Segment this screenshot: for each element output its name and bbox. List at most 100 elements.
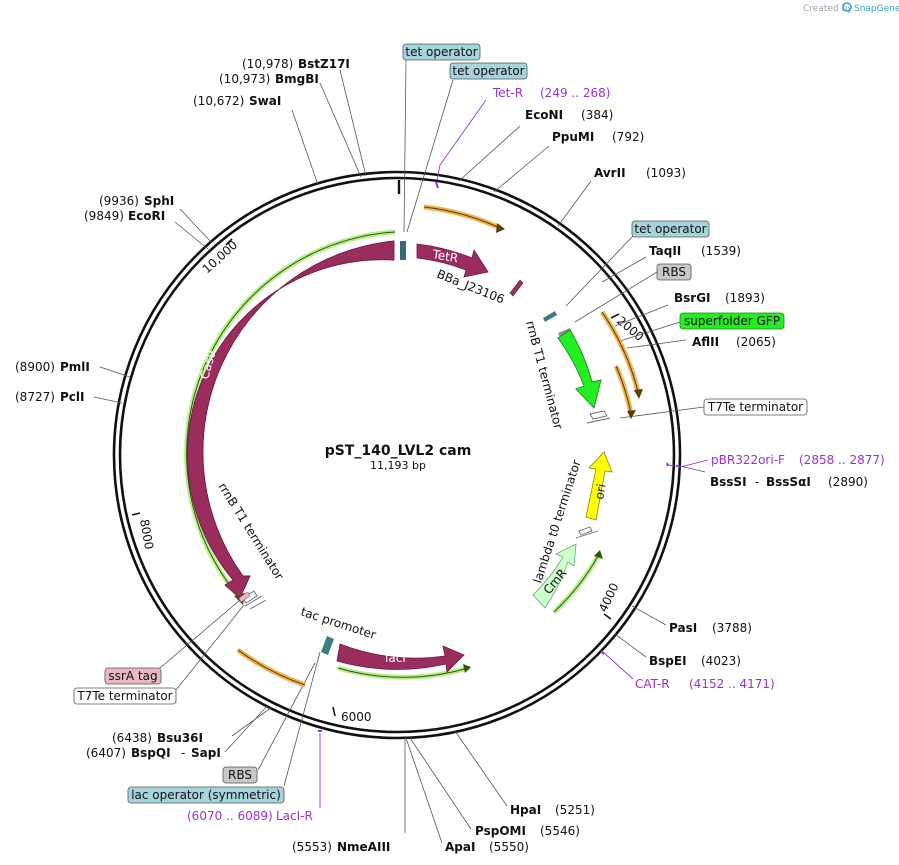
enzyme-bsrgi[interactable]: BsrGI (1893) bbox=[674, 291, 765, 305]
enzyme-pcli[interactable]: (8727) PclI bbox=[15, 390, 85, 404]
enzyme-apai-name: ApaI bbox=[445, 840, 475, 854]
orf-right-2 bbox=[613, 364, 634, 415]
orf-top-right-head bbox=[496, 223, 505, 233]
feature-tac-block[interactable] bbox=[321, 636, 334, 655]
feature-tetr-label: TetR bbox=[430, 247, 459, 265]
enzyme-taqii[interactable]: TaqII (1539) bbox=[649, 244, 741, 258]
label-tet-operator-1-text: tet operator bbox=[405, 45, 477, 59]
enzyme-pcli-pos: (8727) bbox=[15, 390, 55, 404]
enzyme-bsrgi-pos: (1893) bbox=[725, 291, 765, 305]
enzyme-ppumi-pos: (792) bbox=[612, 130, 644, 144]
credit-prefix: Created by bbox=[803, 4, 853, 14]
feature-superfolder-gfp[interactable] bbox=[557, 329, 602, 409]
feature-lambda-t0[interactable] bbox=[575, 526, 599, 539]
primer-tetr-mark[interactable] bbox=[435, 181, 439, 189]
enzyme-ecori-name: EcoRI bbox=[128, 209, 165, 223]
feature-rbs-top[interactable] bbox=[558, 328, 572, 337]
enzyme-hpai[interactable]: HpaI (5251) bbox=[510, 803, 595, 817]
enzyme-bstz17i[interactable]: (10,978) BstZ17I bbox=[242, 57, 350, 71]
orf-cas9-inner bbox=[186, 231, 396, 599]
label-tet-operator-2[interactable]: tet operator bbox=[449, 62, 528, 80]
backbone-outer-ring bbox=[112, 170, 682, 740]
enzyme-avrii-pos: (1093) bbox=[646, 166, 686, 180]
feature-laci[interactable] bbox=[336, 643, 465, 673]
feature-rrnb-top-label: rrnB T1 terminator bbox=[523, 319, 565, 431]
orf-laci-inner bbox=[337, 667, 469, 678]
enzyme-nmeaiii-pos: (5553) bbox=[292, 840, 332, 854]
label-ssra-tag[interactable]: ssrA tag bbox=[104, 667, 162, 685]
primer-catr-mark[interactable] bbox=[600, 650, 605, 655]
enzyme-bspqi-name2: SapI bbox=[191, 746, 221, 760]
leader-lines bbox=[93, 59, 706, 844]
enzyme-aflii[interactable]: AflII (2065) bbox=[692, 335, 776, 349]
orf-bottom-left bbox=[236, 647, 306, 688]
enzyme-sphi-pos: (9936) bbox=[99, 194, 139, 208]
label-tet-operator-3[interactable]: tet operator bbox=[631, 220, 710, 238]
tick-marks bbox=[131, 238, 620, 717]
label-lac-operator[interactable]: lac operator (symmetric) bbox=[127, 786, 285, 804]
enzyme-ecori[interactable]: (9849) EcoRI bbox=[84, 209, 165, 223]
feature-tetr[interactable] bbox=[416, 243, 489, 278]
orf-laci-head bbox=[463, 664, 471, 673]
enzyme-bsssi[interactable]: BssSI - BssSαI (2890) bbox=[710, 475, 868, 489]
primer-catr-range: (4152 .. 4171) bbox=[689, 677, 775, 691]
enzyme-pmli-name: PmlI bbox=[60, 360, 90, 374]
enzyme-sphi-name: SphI bbox=[144, 194, 174, 208]
enzyme-ppumi[interactable]: PpuMI (792) bbox=[552, 130, 644, 144]
feature-cas9[interactable] bbox=[186, 240, 395, 599]
enzyme-bsu36i-pos: (6438) bbox=[112, 731, 152, 745]
feature-laci-label: lacI bbox=[385, 651, 406, 665]
feature-tet-operator-cas9-start[interactable] bbox=[400, 241, 406, 260]
feature-t7te-right[interactable] bbox=[586, 410, 611, 424]
enzyme-bspqi[interactable]: (6407) BspQI - SapI bbox=[86, 746, 221, 760]
feature-t7te-left[interactable] bbox=[242, 590, 267, 610]
primer-tetr[interactable]: Tet-R (249 .. 268) bbox=[492, 86, 610, 100]
primer-pbr322ori-f[interactable]: pBR322ori-F (2858 .. 2877) bbox=[711, 453, 885, 467]
enzyme-bmgbi-pos: (10,973) bbox=[219, 72, 270, 86]
enzyme-bsu36i[interactable]: (6438) Bsu36I bbox=[112, 731, 203, 745]
feature-tet-operator-right[interactable] bbox=[543, 311, 557, 322]
feature-bba-j23106[interactable] bbox=[509, 279, 524, 297]
primer-tetr-range: (249 .. 268) bbox=[540, 86, 610, 100]
enzyme-aflii-name: AflII bbox=[692, 335, 719, 349]
primer-cat-r[interactable]: CAT-R (4152 .. 4171) bbox=[635, 677, 775, 691]
enzyme-nmeaiii[interactable]: (5553) NmeAIII bbox=[292, 840, 390, 854]
label-tet-operator-2-text: tet operator bbox=[452, 64, 524, 78]
enzyme-bstz17i-pos: (10,978) bbox=[242, 57, 293, 71]
enzyme-bspei[interactable]: BspEI (4023) bbox=[649, 654, 741, 668]
enzyme-ppumi-name: PpuMI bbox=[552, 130, 594, 144]
enzyme-hpai-pos: (5251) bbox=[555, 803, 595, 817]
feature-ori[interactable] bbox=[585, 451, 613, 521]
label-t7te-left[interactable]: T7Te terminator bbox=[73, 687, 177, 705]
label-rbs-1[interactable]: RBS bbox=[656, 263, 692, 281]
enzyme-sphi[interactable]: (9936) SphI bbox=[99, 194, 174, 208]
enzyme-bsssi-name2: BssSαI bbox=[766, 475, 811, 489]
enzyme-pasi[interactable]: PasI (3788) bbox=[669, 621, 752, 635]
credit-brand: SnapGene bbox=[854, 4, 899, 14]
label-tet-operator-1[interactable]: tet operator bbox=[402, 43, 481, 61]
enzyme-swai[interactable]: (10,672) SwaI bbox=[193, 94, 281, 108]
orf-right-1-head bbox=[634, 389, 643, 399]
label-superfolder-gfp[interactable]: superfolder GFP bbox=[679, 312, 785, 330]
enzyme-econi[interactable]: EcoNI (384) bbox=[525, 108, 613, 122]
enzyme-pmli[interactable]: (8900) PmlI bbox=[15, 360, 90, 374]
primer-pbr322-name: pBR322ori-F bbox=[711, 453, 785, 467]
primer-laci-r[interactable]: (6070 .. 6089) LacI-R bbox=[187, 809, 313, 823]
enzyme-bspei-pos: (4023) bbox=[701, 654, 741, 668]
label-t7te-right[interactable]: T7Te terminator bbox=[703, 398, 808, 416]
enzyme-apai[interactable]: ApaI (5550) bbox=[445, 840, 529, 854]
enzyme-ecori-pos: (9849) bbox=[84, 209, 124, 223]
backbone-inner-ring bbox=[118, 176, 676, 734]
enzyme-taqii-name: TaqII bbox=[649, 244, 681, 258]
feature-ssra[interactable] bbox=[238, 591, 251, 603]
label-rbs-1-text: RBS bbox=[662, 265, 686, 279]
enzyme-bspqi-pos: (6407) bbox=[86, 746, 126, 760]
feature-cmr[interactable] bbox=[532, 543, 577, 609]
label-rbs-2[interactable]: RBS bbox=[222, 766, 258, 784]
enzyme-bmgbi[interactable]: (10,973) BmgBI bbox=[219, 72, 319, 86]
enzyme-avrii[interactable]: AvrII (1093) bbox=[594, 166, 686, 180]
primer-pbr322-mark[interactable] bbox=[666, 462, 669, 467]
orf-top-right-inner bbox=[423, 206, 501, 229]
enzyme-pspomi[interactable]: PspOMI (5546) bbox=[475, 824, 580, 838]
